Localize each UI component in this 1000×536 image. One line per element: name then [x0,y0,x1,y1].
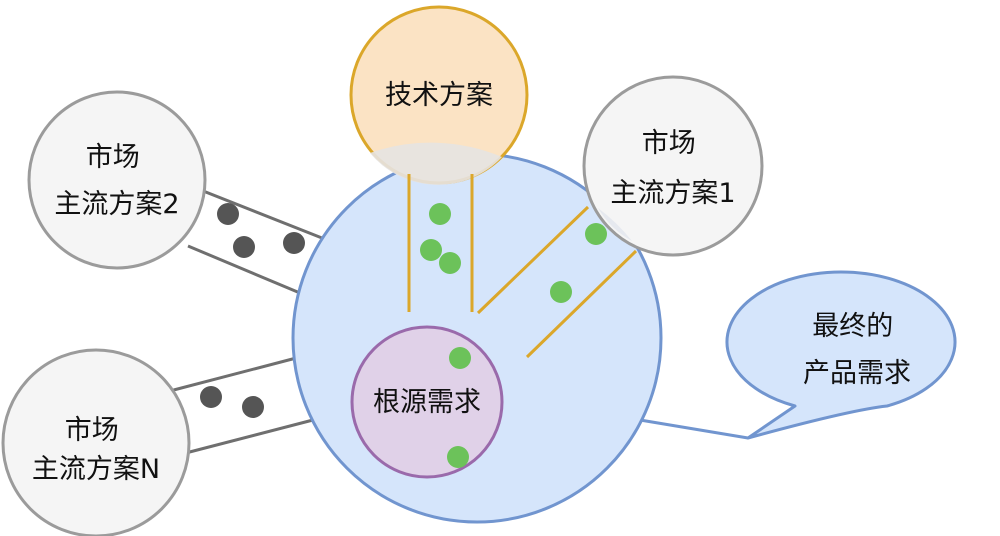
marketN-dot [242,396,264,418]
final-requirement-bubble [725,270,957,440]
tech-dot [420,239,442,261]
tech-solution-label: 技术方案 [385,80,493,111]
root-dot [449,347,471,369]
market1-channel-upper-edge [476,205,590,315]
channel-market2-edge-bottom [187,244,301,295]
market1-dot [550,281,572,303]
tech-channel [407,174,474,312]
channel-marketN [165,355,314,457]
root-dot [447,446,469,468]
tech-main-overlap [370,142,502,185]
market1-channel-lower-edge [525,249,638,359]
market1-dot [585,223,607,245]
market2-dot [283,232,305,254]
marketN-circle [1,348,191,536]
channel-marketN-edge-bottom [177,418,314,457]
final-requirement-label: 最终的 产品需求 [803,311,911,389]
channel-market2 [187,183,323,295]
channel-marketN-edge-top [165,355,301,394]
marketN-dot [200,386,222,408]
channel-market2-edge-top [187,183,323,240]
market2-dot [233,236,255,258]
tech-dot [439,252,461,274]
market1-main-overlap [598,208,632,241]
market1-label: 市场 主流方案1 [610,128,735,209]
market2-label: 市场 主流方案2 [54,142,179,220]
bubble-pointer-line [639,418,749,440]
marketN-label: 市场 主流方案N [32,415,160,485]
market1-channel [476,205,638,359]
tech-dot [429,203,451,225]
market2-circle [27,90,207,270]
market1-circle [582,75,764,257]
market2-dot [217,203,239,225]
root-need-label: 根源需求 [373,387,481,418]
